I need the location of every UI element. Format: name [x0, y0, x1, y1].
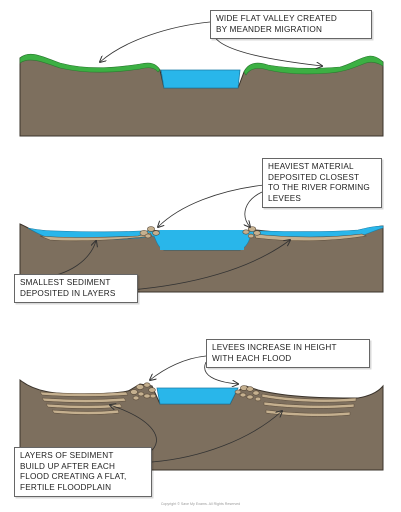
label-layers-of-sediment: LAYERS OF SEDIMENT BUILD UP AFTER EACH F… — [14, 447, 152, 497]
label-line: SMALLEST SEDIMENT — [20, 278, 111, 287]
levee-rocks-left-2 — [139, 226, 160, 239]
water-1 — [160, 69, 241, 89]
river-channel-2 — [160, 230, 244, 250]
label-line: LAYERS OF SEDIMENT — [20, 451, 114, 460]
levee-rocks-left-3 — [130, 382, 157, 401]
arrow-smallest-right — [129, 240, 290, 291]
label-line: HEAVIEST MATERIAL — [268, 162, 354, 171]
copyright-notice: Copyright © Save My Exams. All Rights Re… — [160, 502, 241, 506]
arrow-layers-left — [110, 405, 157, 453]
label-line: TO THE RIVER FORMING — [268, 183, 370, 192]
label-line: LEVEES INCREASE IN HEIGHT — [212, 343, 337, 352]
panel-1-meander-valley — [19, 21, 384, 137]
label-line: BY MEANDER MIGRATION — [216, 24, 323, 34]
label-line: FLOOD CREATING A FLAT, — [20, 472, 127, 481]
arrow-valley-left — [100, 21, 211, 62]
label-line: WITH EACH FLOOD — [212, 353, 292, 363]
grass-right-1 — [243, 55, 384, 76]
label-line: BUILD UP AFTER EACH — [20, 461, 116, 471]
label-heaviest-material: HEAVIEST MATERIAL DEPOSITED CLOSEST TO T… — [262, 158, 382, 208]
label-smallest-sediment: SMALLEST SEDIMENT DEPOSITED IN LAYERS — [14, 274, 138, 303]
label-line: LEVEES — [268, 193, 302, 203]
arrow-levees-left — [150, 355, 207, 380]
label-line: FERTILE FLOODPLAIN — [20, 482, 112, 492]
levee-rocks-right-3 — [234, 385, 262, 402]
label-wide-flat-valley: WIDE FLAT VALLEY CREATED BY MEANDER MIGR… — [210, 10, 372, 39]
arrow-layers-right — [151, 411, 282, 463]
label-line: WIDE FLAT VALLEY CREATED — [216, 14, 337, 23]
arrow-heaviest-left — [158, 184, 265, 227]
label-line: DEPOSITED CLOSEST — [268, 172, 360, 182]
sediment-layer-right-2 — [253, 233, 367, 242]
water-3 — [156, 387, 239, 405]
levee-rocks-right-2 — [242, 226, 261, 239]
sediment-layers-right-3 — [261, 393, 357, 417]
sediment-layer-left-2 — [39, 232, 153, 242]
label-levees-increase: LEVEES INCREASE IN HEIGHT WITH EACH FLOO… — [206, 339, 370, 368]
sediment-layers-left-3 — [39, 391, 129, 415]
arrow-heaviest-right — [245, 191, 263, 227]
label-line: DEPOSITED IN LAYERS — [20, 288, 116, 298]
grass-left-1 — [19, 53, 161, 73]
arrow-levees-right — [204, 361, 238, 384]
